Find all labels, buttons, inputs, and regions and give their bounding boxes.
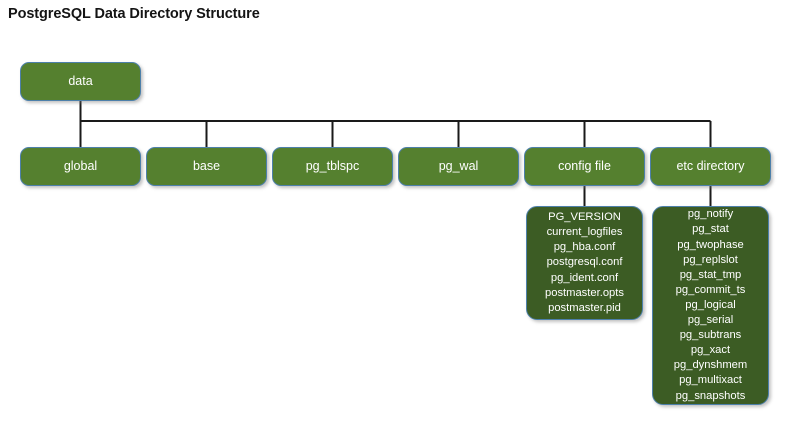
node-label: etc directory <box>676 159 745 174</box>
node-pg-wal[interactable]: pg_wal <box>398 147 519 186</box>
list-item: pg_xact <box>690 344 731 357</box>
list-item: pg_notify <box>687 208 734 221</box>
list-item: pg_dynshmem <box>673 359 748 372</box>
node-label: pg_tblspc <box>305 159 360 174</box>
list-item: pg_commit_ts <box>675 283 746 296</box>
list-item: postmaster.pid <box>548 301 621 314</box>
node-config-file[interactable]: config file <box>524 147 645 186</box>
list-item: postgresql.conf <box>546 256 623 269</box>
list-item: pg_hba.conf <box>553 241 616 254</box>
node-pg-tblspc[interactable]: pg_tblspc <box>272 147 393 186</box>
node-data[interactable]: data <box>20 62 141 101</box>
list-item: pg_snapshots <box>675 389 746 402</box>
node-base[interactable]: base <box>146 147 267 186</box>
list-item: pg_ident.conf <box>550 271 619 284</box>
list-item: pg_subtrans <box>679 329 742 342</box>
node-label: data <box>68 74 93 89</box>
list-item: current_logfiles <box>546 226 623 239</box>
list-item: pg_serial <box>687 314 734 327</box>
list-item: pg_stat <box>692 223 729 236</box>
listbox-config-file: PG_VERSION current_logfiles pg_hba.conf … <box>526 206 643 320</box>
page-title: PostgreSQL Data Directory Structure <box>8 6 260 22</box>
listbox-etc-directory: pg_notify pg_stat pg_twophase pg_replslo… <box>652 206 769 405</box>
list-item: pg_logical <box>685 298 736 311</box>
list-item: pg_replslot <box>683 253 738 266</box>
list-item: pg_twophase <box>677 238 744 251</box>
list-item: pg_multixact <box>679 374 742 387</box>
list-item: pg_stat_tmp <box>679 268 742 281</box>
node-label: base <box>192 159 221 174</box>
node-label: pg_wal <box>438 159 479 174</box>
node-label: config file <box>558 159 611 174</box>
list-item: postmaster.opts <box>545 286 624 299</box>
node-etc-directory[interactable]: etc directory <box>650 147 771 186</box>
list-item: PG_VERSION <box>548 211 621 224</box>
node-label: global <box>63 159 98 174</box>
node-global[interactable]: global <box>20 147 141 186</box>
